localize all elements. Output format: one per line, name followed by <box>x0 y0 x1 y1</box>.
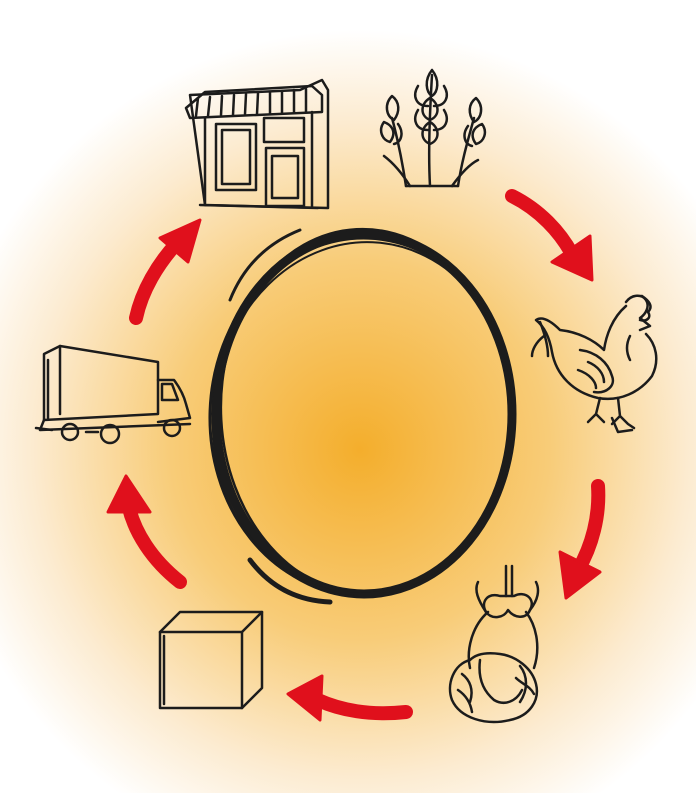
cycle-canvas <box>0 0 696 793</box>
farm-to-store-cycle-diagram <box>0 0 696 793</box>
